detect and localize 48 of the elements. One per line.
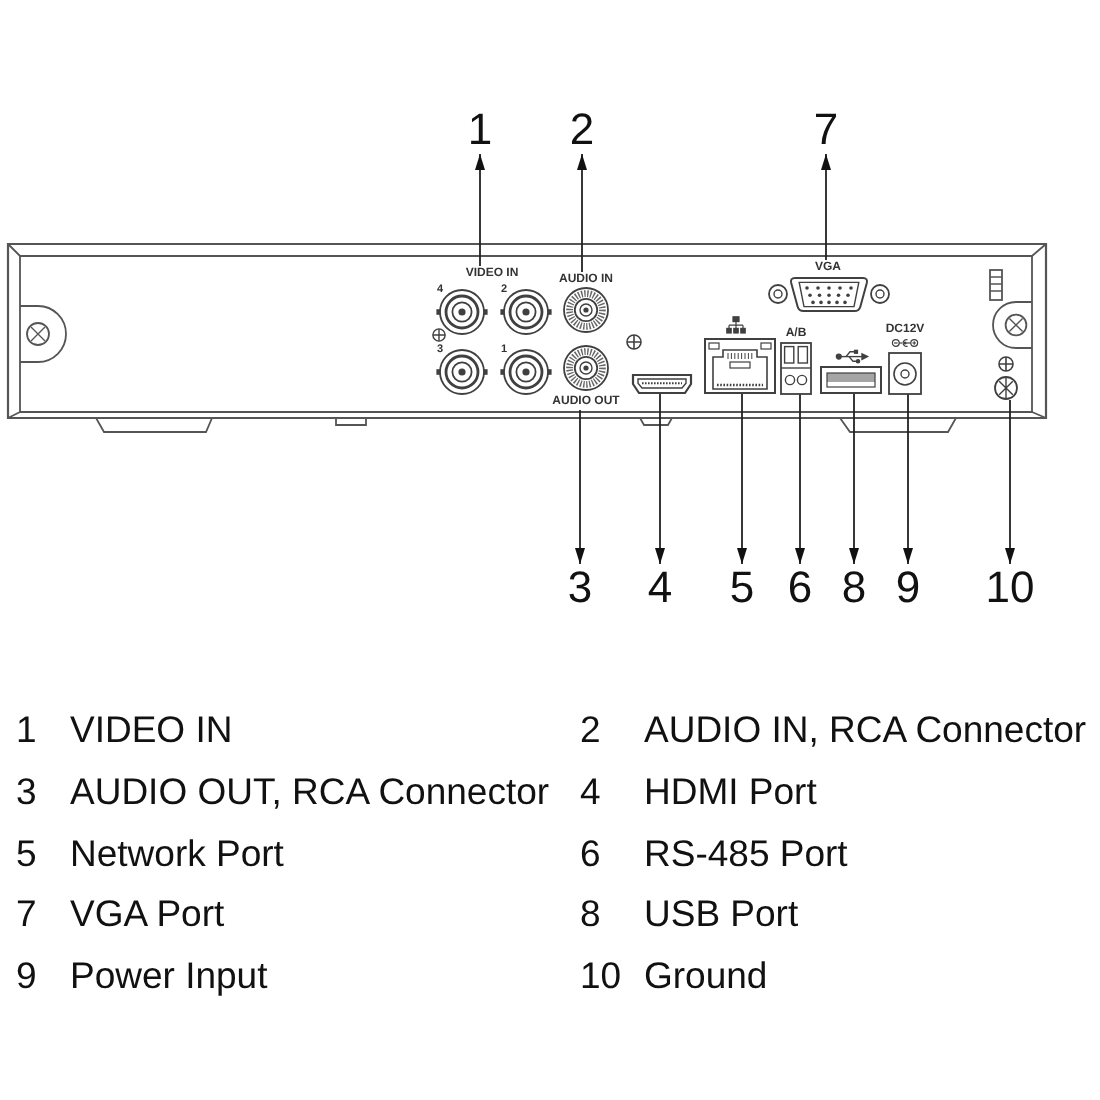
key-label: VIDEO IN xyxy=(70,710,233,750)
callout-number: 8 xyxy=(830,564,878,612)
leader-line xyxy=(849,393,859,565)
leader-line xyxy=(737,393,747,565)
leader-line xyxy=(655,393,665,565)
rca-jack xyxy=(556,272,616,334)
callout-number: 7 xyxy=(802,106,850,154)
key-number: 1 xyxy=(16,710,37,750)
key-label: Network Port xyxy=(70,833,284,874)
key-number: 5 xyxy=(16,833,37,874)
leader-line xyxy=(575,409,585,565)
key-label: HDMI Port xyxy=(644,771,817,812)
key-number: 2 xyxy=(580,710,601,750)
key-label: AUDIO OUT, RCA Connector xyxy=(70,771,550,812)
callout-number: 6 xyxy=(776,564,824,612)
leader-line xyxy=(577,153,587,273)
key-number: 4 xyxy=(580,771,601,812)
ethernet-port xyxy=(704,338,776,394)
leader-line xyxy=(1005,399,1015,565)
key-number: 7 xyxy=(16,894,37,935)
leader-line xyxy=(475,153,485,267)
leader-line xyxy=(903,393,913,565)
callout-number: 1 xyxy=(456,106,504,154)
key-number: 6 xyxy=(580,833,601,874)
power-jack xyxy=(882,322,928,394)
leader-line xyxy=(795,393,805,565)
leader-line xyxy=(821,153,831,261)
callout-number: 10 xyxy=(982,564,1038,612)
key-label: Power Input xyxy=(70,956,268,997)
key-number: 10 xyxy=(580,956,622,997)
callout-number: 2 xyxy=(558,106,606,154)
key-number: 9 xyxy=(16,956,37,997)
key-label: USB Port xyxy=(644,894,799,935)
callout-number: 5 xyxy=(718,564,766,612)
callout-number: 9 xyxy=(884,564,932,612)
terminal-block xyxy=(780,326,812,394)
usb-port xyxy=(820,366,882,394)
key-number: 8 xyxy=(580,894,601,935)
key-number: 3 xyxy=(16,771,37,812)
key-label: AUDIO IN, RCA Connector xyxy=(644,710,1087,750)
callout-number: 4 xyxy=(636,564,684,612)
hdmi-port xyxy=(632,374,692,394)
key-label: Ground xyxy=(644,956,768,997)
callout-number: 3 xyxy=(556,564,604,612)
key-label: VGA Port xyxy=(70,894,225,935)
rca-jack xyxy=(552,344,620,410)
vga-connector xyxy=(766,260,892,312)
key-label: RS-485 Port xyxy=(644,833,848,874)
